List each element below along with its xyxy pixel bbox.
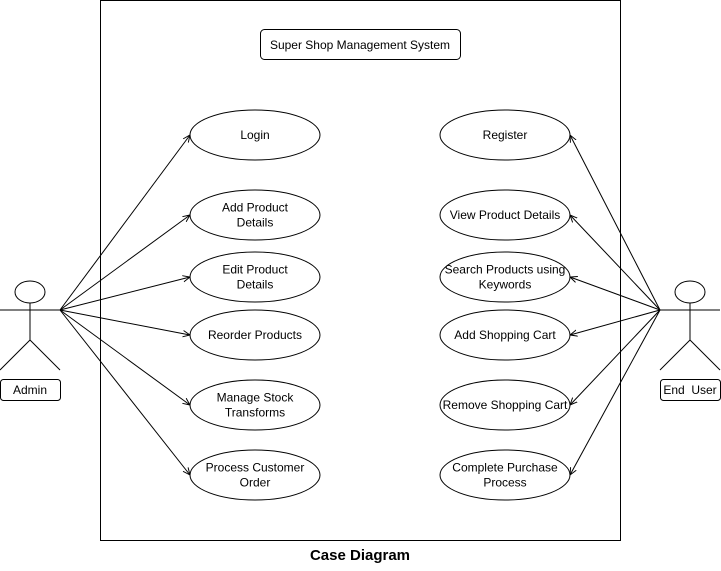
use-case-ellipse bbox=[189, 449, 321, 501]
association-admin-reorder-products bbox=[59, 309, 190, 335]
use-case-ellipse bbox=[439, 109, 571, 161]
actor-admin-label-box bbox=[0, 379, 61, 401]
association-admin-edit-product-details bbox=[59, 277, 190, 311]
actor-admin: Admin bbox=[0, 280, 61, 401]
use-case-label: Keywords bbox=[479, 278, 532, 292]
use-case-label: Details bbox=[237, 216, 274, 230]
use-case-label: Complete Purchase bbox=[452, 461, 558, 475]
use-case-ellipse bbox=[189, 109, 321, 161]
use-case-reorder-products: Reorder Products bbox=[189, 309, 321, 361]
use-case-ellipse bbox=[189, 189, 321, 241]
use-case-remove-shopping-cart: Remove Shopping Cart bbox=[439, 379, 571, 431]
actor-admin-leg-left bbox=[0, 339, 31, 371]
actor-end-user-head bbox=[674, 280, 706, 304]
use-case-label: View Product Details bbox=[450, 208, 561, 222]
use-case-ellipse bbox=[439, 189, 571, 241]
use-case-login: Login bbox=[189, 109, 321, 161]
use-case-label: Register bbox=[483, 128, 528, 142]
use-case-ellipse bbox=[439, 251, 571, 303]
association-end-user-register bbox=[570, 135, 661, 311]
use-case-label: Add Product bbox=[222, 201, 289, 215]
association-admin-login bbox=[59, 135, 190, 311]
actor-end-user-leg-left bbox=[659, 339, 691, 371]
use-case-label: Process Customer bbox=[206, 461, 305, 475]
use-case-label: Login bbox=[240, 128, 269, 142]
use-case-label: Search Products using bbox=[445, 263, 566, 277]
association-end-user-add-shopping-cart bbox=[570, 309, 661, 335]
association-admin-manage-stock-transforms bbox=[59, 309, 190, 405]
use-case-label: Order bbox=[240, 476, 271, 490]
use-case-add-shopping-cart: Add Shopping Cart bbox=[439, 309, 571, 361]
association-end-user-view-product-details bbox=[570, 215, 661, 311]
actor-end-user-leg-right bbox=[689, 339, 721, 371]
use-case-label: Transforms bbox=[225, 406, 285, 420]
association-admin-add-product-details bbox=[59, 215, 190, 311]
use-case-label: Remove Shopping Cart bbox=[443, 398, 568, 412]
use-case-label: Add Shopping Cart bbox=[454, 328, 556, 342]
actor-admin-label: Admin bbox=[13, 383, 47, 397]
use-case-label: Edit Product bbox=[222, 263, 288, 277]
use-case-label: Process bbox=[483, 476, 526, 490]
actor-admin-leg-right bbox=[29, 339, 61, 371]
use-case-ellipse bbox=[189, 309, 321, 361]
use-case-ellipse bbox=[189, 251, 321, 303]
use-case-label: Manage Stock bbox=[217, 391, 295, 405]
association-end-user-complete-purchase-process bbox=[570, 309, 661, 475]
actor-end-user-label: End User bbox=[663, 383, 716, 397]
system-title-box: Super Shop Management System bbox=[260, 29, 461, 60]
system-title: Super Shop Management System bbox=[270, 38, 450, 52]
use-case-ellipse bbox=[189, 379, 321, 431]
association-end-user-search-products-using-keywords bbox=[570, 277, 661, 311]
actor-end-user: End User bbox=[659, 280, 721, 401]
association-admin-process-customer-order bbox=[59, 309, 190, 475]
actor-admin-head bbox=[14, 280, 46, 304]
use-case-view-product-details: View Product Details bbox=[439, 189, 571, 241]
use-case-ellipse bbox=[439, 309, 571, 361]
use-case-ellipse bbox=[439, 449, 571, 501]
use-case-label: Details bbox=[237, 278, 274, 292]
associations bbox=[59, 135, 661, 475]
association-end-user-remove-shopping-cart bbox=[570, 309, 661, 405]
use-case-ellipse bbox=[439, 379, 571, 431]
use-case-register: Register bbox=[439, 109, 571, 161]
diagram-caption: Case Diagram bbox=[310, 547, 410, 564]
use-case-label: Reorder Products bbox=[208, 328, 302, 342]
